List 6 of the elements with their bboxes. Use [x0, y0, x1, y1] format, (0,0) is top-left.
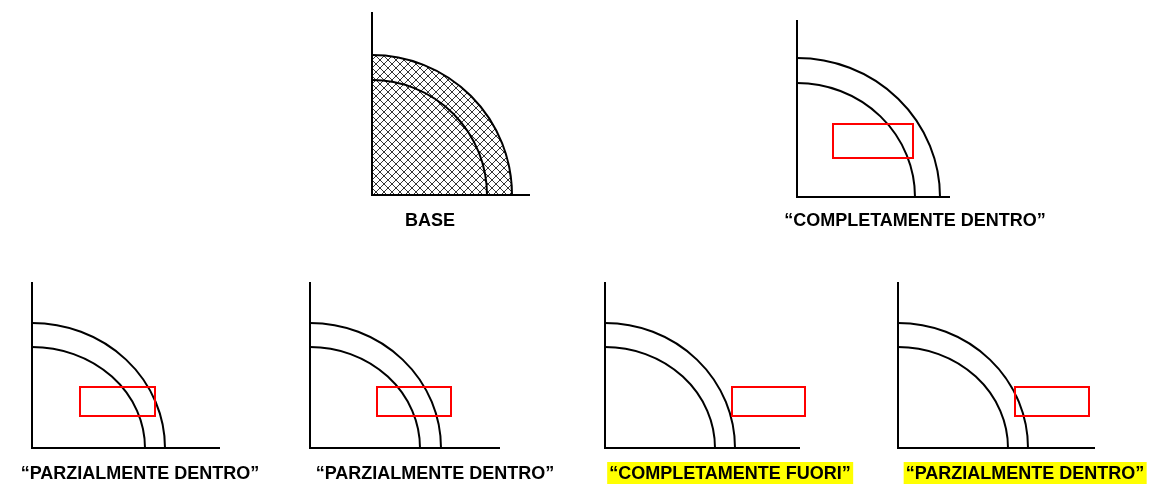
- highlighted-caption: “COMPLETAMENTE FUORI”: [607, 462, 853, 484]
- caption: “COMPLETAMENTE DENTRO”: [783, 209, 1047, 231]
- highlighted-caption: “PARZIALMENTE DENTRO”: [903, 462, 1147, 484]
- caption: BASE: [404, 209, 456, 231]
- caption: “PARZIALMENTE DENTRO”: [314, 462, 556, 484]
- caption: “PARZIALMENTE DENTRO”: [19, 462, 261, 484]
